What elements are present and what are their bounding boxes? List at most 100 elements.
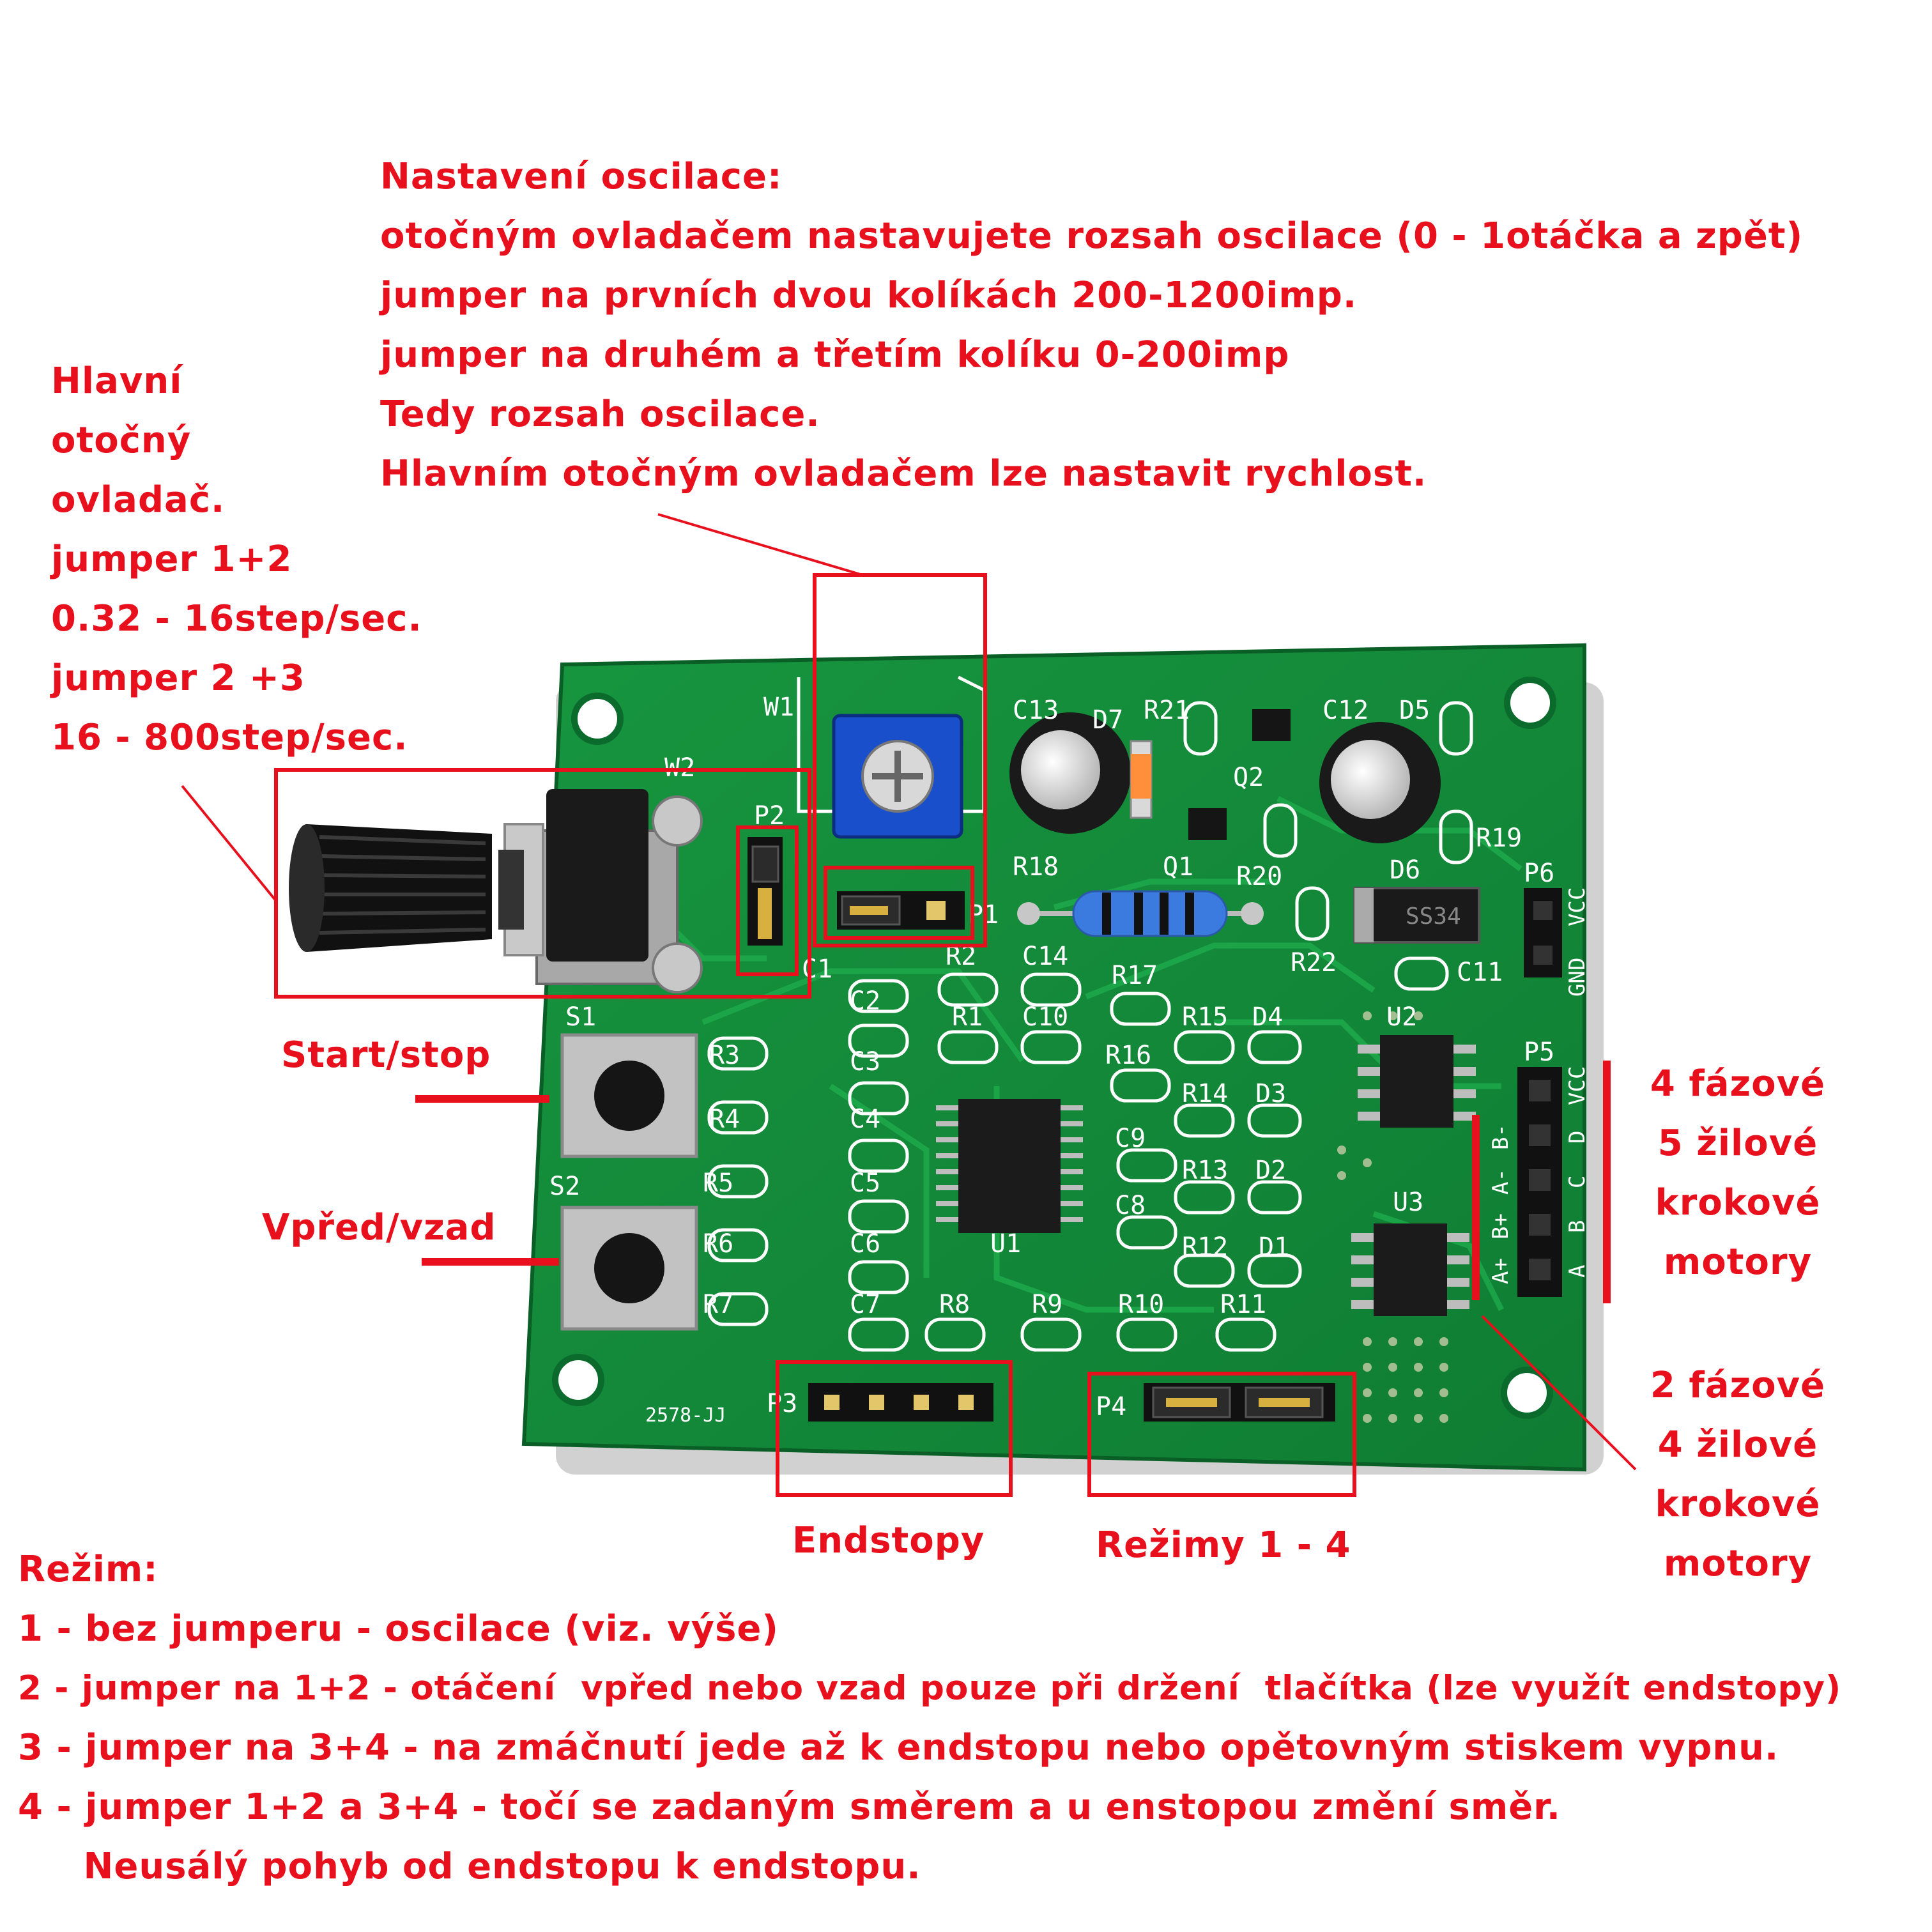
label-c10: C10 xyxy=(1022,1002,1068,1032)
ic-u1 xyxy=(936,1099,1083,1233)
label-r7: R7 xyxy=(703,1290,733,1319)
label-d3: D3 xyxy=(1255,1079,1286,1108)
label-w1: W1 xyxy=(763,693,794,722)
pcb xyxy=(521,643,1586,1472)
oscillation-trimmer xyxy=(832,714,963,839)
label-r4: R4 xyxy=(709,1105,740,1134)
label-r12: R12 xyxy=(1182,1232,1228,1262)
oscillation-line-2: jumper na prvních dvou kolíkách 200-1200… xyxy=(380,275,1358,316)
p2-jumper xyxy=(747,837,783,946)
oscillation-line-4: Tedy rozsah oscilace. xyxy=(380,394,820,435)
label-c13: C13 xyxy=(1013,696,1059,725)
label-p5: P5 xyxy=(1524,1038,1554,1067)
ic-u2 xyxy=(1358,1035,1476,1128)
label-r22: R22 xyxy=(1291,948,1337,977)
transistors xyxy=(1188,709,1291,840)
mode-line-2: 2 - jumper na 1+2 - otáčení vpřed nebo v… xyxy=(18,1669,1842,1708)
smd-footprints xyxy=(707,701,1473,1352)
label-d4: D4 xyxy=(1252,1002,1283,1032)
label-r8: R8 xyxy=(939,1290,970,1319)
silkscreen-labels: W1 W2 P2 P1 C13 D7 R21 C12 D5 Q2 Q1 R18 … xyxy=(549,693,1554,1427)
main-knob-line-2: otočný xyxy=(51,420,192,461)
label-r6: R6 xyxy=(703,1229,733,1259)
label-r20: R20 xyxy=(1236,862,1282,891)
p5-pin-vcc: VCC xyxy=(1565,1066,1590,1105)
label-c11: C11 xyxy=(1457,958,1503,987)
p2-box xyxy=(736,825,799,976)
label-r13: R13 xyxy=(1182,1156,1228,1185)
header-p6 xyxy=(1524,888,1562,977)
oscillation-line-1: otočným ovladačem nastavujete rozsah osc… xyxy=(380,215,1804,257)
endstops-label: Endstopy xyxy=(792,1520,985,1561)
label-u1: U1 xyxy=(990,1229,1021,1259)
ic-u3 xyxy=(1351,1223,1469,1316)
p6-pin-gnd: GND xyxy=(1565,958,1590,997)
label-c12: C12 xyxy=(1322,696,1368,725)
five-wire-line-2: 5 žilové xyxy=(1657,1123,1818,1164)
capacitor-c12 xyxy=(1319,722,1441,843)
endstops-box xyxy=(776,1360,1013,1497)
capacitor-c13 xyxy=(1009,712,1131,834)
four-wire-line-2: 4 žilové xyxy=(1657,1424,1818,1466)
label-p4: P4 xyxy=(1096,1392,1126,1422)
label-d1: D1 xyxy=(1259,1232,1289,1262)
main-knob-line-5: 0.32 - 16step/sec. xyxy=(51,598,422,640)
four-wire-line-4: motory xyxy=(1663,1543,1813,1584)
header-p4 xyxy=(1144,1383,1335,1422)
label-c14: C14 xyxy=(1022,942,1068,971)
label-r1: R1 xyxy=(952,1002,983,1032)
label-r14: R14 xyxy=(1182,1079,1228,1108)
label-r10: R10 xyxy=(1118,1290,1164,1319)
label-u3: U3 xyxy=(1393,1188,1423,1217)
mode-line-5: Neusálý pohyb od endstopu k endstopu. xyxy=(18,1846,921,1887)
main-knob-line-4: jumper 1+2 xyxy=(51,539,293,580)
main-knob-box xyxy=(274,768,811,999)
label-c3: C3 xyxy=(850,1047,880,1077)
label-r3: R3 xyxy=(709,1041,740,1070)
main-knob-line-1: Hlavní xyxy=(51,360,183,402)
label-c4: C4 xyxy=(850,1105,880,1134)
label-r21: R21 xyxy=(1144,696,1190,725)
oscillation-title: Nastavení oscilace: xyxy=(380,156,783,197)
diode-d6: SS34 xyxy=(1353,887,1480,944)
pin-labels: VCC GND VCC D C B A B- A- B+ A+ xyxy=(1488,887,1590,1284)
annotation-boxes xyxy=(274,573,1356,1497)
p5-pin-a: A xyxy=(1565,1265,1590,1278)
label-c6: C6 xyxy=(850,1229,880,1259)
modes-box xyxy=(1087,1372,1356,1497)
five-wire-line-4: motory xyxy=(1663,1241,1813,1283)
five-wire-line-1: 4 fázové xyxy=(1650,1063,1826,1105)
label-d5: D5 xyxy=(1399,696,1430,725)
oscillation-line-5: Hlavním otočným ovladačem lze nastavit r… xyxy=(380,453,1427,494)
p5-pin-d: D xyxy=(1565,1131,1590,1144)
label-c5: C5 xyxy=(850,1169,880,1198)
label-c8: C8 xyxy=(1115,1191,1146,1220)
p5-pin-aplus: A+ xyxy=(1488,1258,1514,1284)
label-r11: R11 xyxy=(1220,1290,1266,1319)
label-d7: D7 xyxy=(1092,705,1123,735)
label-s1: S1 xyxy=(565,1002,596,1032)
label-r18: R18 xyxy=(1013,852,1059,882)
switch-s1 xyxy=(560,1033,698,1158)
header-p5 xyxy=(1517,1067,1562,1297)
oscillation-box xyxy=(813,573,987,947)
modes-label: Režimy 1 - 4 xyxy=(1096,1524,1351,1566)
label-r15: R15 xyxy=(1182,1002,1228,1032)
p1-jumper xyxy=(837,891,965,930)
mode-line-1: 1 - bez jumperu - oscilace (viz. výše) xyxy=(18,1608,779,1650)
main-knob-line-3: ovladač. xyxy=(51,479,226,521)
label-c1: C1 xyxy=(802,954,832,984)
label-r19: R19 xyxy=(1476,824,1522,853)
resistor-r18 xyxy=(1017,890,1264,937)
label-s2: S2 xyxy=(549,1172,580,1201)
perfboard-area xyxy=(1337,1011,1448,1423)
label-d6: D6 xyxy=(1390,855,1420,885)
mode-line-3: 3 - jumper na 3+4 - na zmáčnutí jede až … xyxy=(18,1727,1779,1768)
four-wire-line-3: krokové xyxy=(1655,1483,1821,1525)
label-c2: C2 xyxy=(850,986,880,1016)
label-d2: D2 xyxy=(1255,1156,1286,1185)
label-r17: R17 xyxy=(1112,961,1158,990)
start-stop-label: Start/stop xyxy=(281,1034,491,1076)
d6-marking: SS34 xyxy=(1406,903,1461,930)
